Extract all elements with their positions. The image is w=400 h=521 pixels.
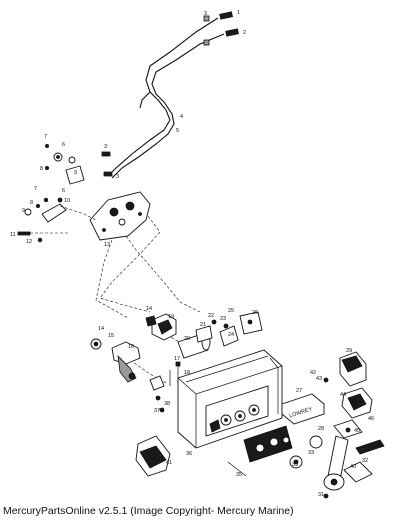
callout-37: 37 bbox=[154, 408, 160, 414]
callout-7b: 7 bbox=[34, 186, 37, 192]
callout-4: 4 bbox=[180, 114, 183, 120]
callout-16: 16 bbox=[128, 344, 134, 350]
callout-44: 44 bbox=[340, 392, 346, 398]
callout-45: 45 bbox=[354, 428, 360, 434]
callout-14b: 14 bbox=[98, 326, 104, 332]
callout-36: 36 bbox=[186, 451, 192, 457]
control-box-housing: LOWREY bbox=[177, 349, 325, 449]
callout-38: 38 bbox=[164, 401, 170, 407]
callout-34: 34 bbox=[284, 444, 290, 450]
callout-30: 30 bbox=[350, 400, 356, 406]
callout-15: 15 bbox=[108, 333, 114, 339]
callout-3a: 3 bbox=[204, 11, 207, 17]
callout-18: 18 bbox=[184, 370, 190, 376]
shift-lever-assembly bbox=[17, 143, 85, 243]
callout-40: 40 bbox=[350, 464, 356, 470]
callout-11: 11 bbox=[10, 232, 16, 238]
callout-9b: 9 bbox=[22, 208, 25, 214]
callout-39: 39 bbox=[292, 462, 298, 468]
callout-33: 33 bbox=[308, 450, 314, 456]
callout-26: 26 bbox=[252, 310, 258, 316]
callout-31: 31 bbox=[318, 492, 324, 498]
callout-9a: 9 bbox=[74, 170, 77, 176]
callout-35: 35 bbox=[236, 472, 242, 478]
callout-27: 27 bbox=[296, 388, 302, 394]
callout-8a: 8 bbox=[40, 166, 43, 172]
callout-42: 42 bbox=[310, 370, 316, 376]
callout-22: 22 bbox=[208, 313, 214, 319]
control-cables bbox=[101, 11, 239, 179]
callout-28: 28 bbox=[318, 426, 324, 432]
callout-1: 1 bbox=[237, 10, 240, 16]
control-head-internals bbox=[90, 311, 263, 413]
callout-6b: 6 bbox=[62, 188, 65, 194]
switch-cover bbox=[135, 435, 171, 477]
callout-23: 23 bbox=[220, 316, 226, 322]
callout-19: 19 bbox=[168, 314, 174, 320]
callout-32: 32 bbox=[362, 458, 368, 464]
callout-43: 43 bbox=[316, 376, 322, 382]
callout-3c: 3 bbox=[116, 174, 119, 180]
callout-41: 41 bbox=[166, 460, 172, 466]
callout-7a: 7 bbox=[44, 134, 47, 140]
callout-6a: 6 bbox=[62, 142, 65, 148]
mounting-bracket bbox=[89, 191, 151, 241]
callout-20: 20 bbox=[184, 336, 190, 342]
callout-3b: 3 bbox=[104, 144, 107, 150]
callout-labels: 1 2 3 3 3 4 5 6 6 7 7 8 8 9 9 10 11 12 1… bbox=[10, 10, 374, 498]
callout-14a: 14 bbox=[146, 306, 152, 312]
callout-25: 25 bbox=[228, 308, 234, 314]
callout-2: 2 bbox=[243, 30, 246, 36]
callout-10: 10 bbox=[64, 198, 70, 204]
callout-24: 24 bbox=[228, 332, 234, 338]
callout-29: 29 bbox=[346, 348, 352, 354]
callout-12: 12 bbox=[26, 239, 32, 245]
callout-46: 46 bbox=[368, 416, 374, 422]
callout-13: 13 bbox=[104, 242, 110, 248]
callout-21: 21 bbox=[200, 322, 206, 328]
callout-8b: 8 bbox=[30, 200, 33, 206]
ignition-panel bbox=[227, 425, 323, 477]
callout-5: 5 bbox=[176, 128, 179, 134]
callout-17: 17 bbox=[174, 356, 180, 362]
tilt-handle-assembly bbox=[323, 351, 385, 499]
copyright-caption: MercuryPartsOnline v2.5.1 (Image Copyrig… bbox=[3, 505, 294, 517]
